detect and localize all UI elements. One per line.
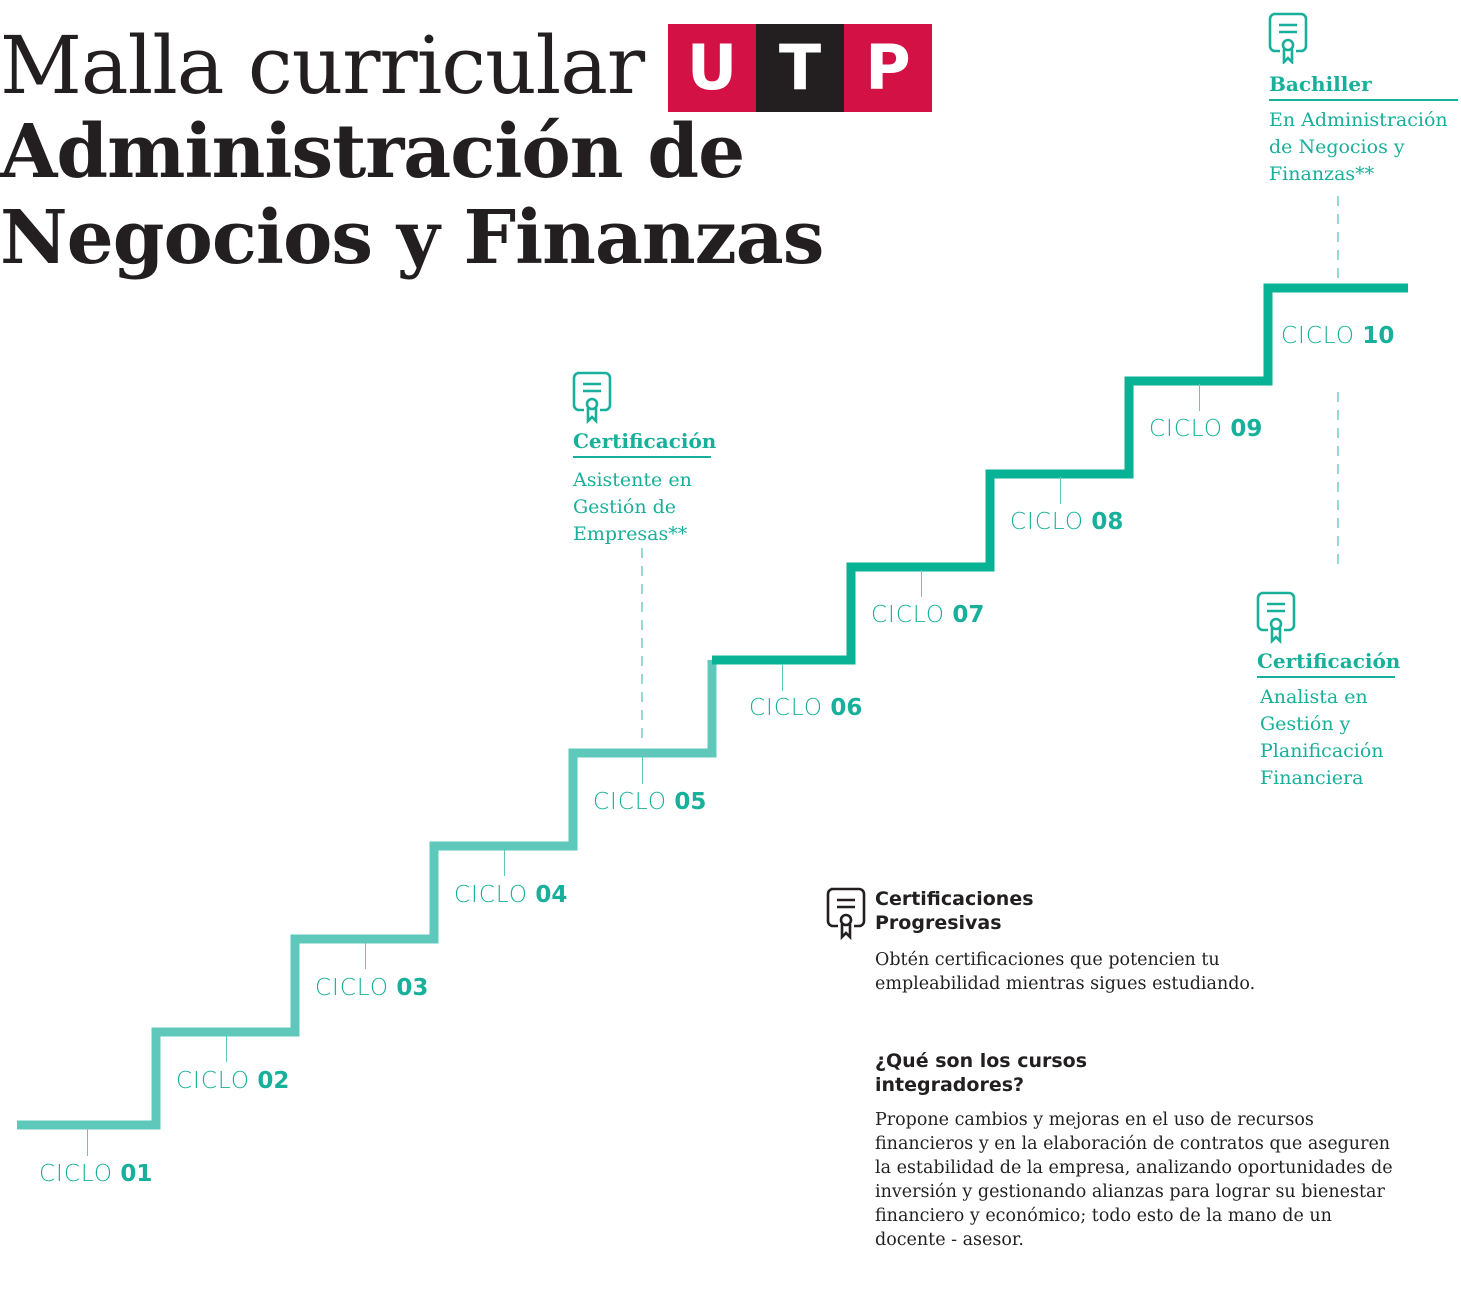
cycle-tick [226,1035,227,1062]
certificate-icon [826,887,866,941]
cycle-label-10: CICLO 10 [1281,323,1395,349]
milestone-title-bachiller: Bachiller [1269,72,1458,101]
cycle-label-04: CICLO 04 [454,882,568,908]
cycle-label-09: CICLO 09 [1149,416,1263,442]
title-line-1: Malla curricular [0,19,645,112]
integradores-heading: ¿Qué son los cursos integradores? [875,1050,1088,1096]
legend-heading: Certificaciones Progresivas [875,888,1034,934]
certificate-icon [572,371,612,424]
legend-text: Obtén certificaciones que potencien tu e… [875,950,1256,994]
cycle-label-07: CICLO 07 [871,602,985,628]
cycle-tick [782,664,783,691]
stair-path-light [17,660,717,1130]
cycle-tick [921,570,922,597]
cycle-label-02: CICLO 02 [176,1068,290,1094]
cycle-label-03: CICLO 03 [315,975,429,1001]
cycle-tick [1199,384,1200,411]
logo-letter-u: U [668,24,756,112]
cycle-tick [365,942,366,969]
cycle-tick [87,1129,88,1156]
stair-segment-dark [712,283,1408,665]
cycle-label-06: CICLO 06 [749,695,863,721]
title-line-3: Negocios y Finanzas [0,195,824,281]
milestone-desc-cert-asistente: Asistente en Gestión de Empresas** [573,469,692,545]
certificate-icon [1256,591,1296,644]
milestone-title-cert-analista: Certificación [1257,649,1400,678]
milestone-title-cert-asistente: Certificación [573,429,716,458]
title-line-2: Administración de [0,109,745,195]
cycle-tick [504,849,505,876]
cycle-tick [1060,477,1061,504]
logo-letter-p: P [844,24,932,112]
logo-letter-t: T [756,24,844,112]
milestone-desc-cert-analista: Analista en Gestión y Planificación Fina… [1260,686,1384,789]
cycle-label-05: CICLO 05 [593,789,707,815]
stair-path-dark [712,283,1408,665]
milestone-desc-bachiller: En Administración de Negocios y Finanzas… [1269,109,1448,185]
cycle-label-01: CICLO 01 [39,1161,153,1187]
utp-logo: U T P [668,24,932,112]
certificate-icon [1268,12,1308,64]
cycle-tick [642,757,643,784]
integradores-text: Propone cambios y mejoras en el uso de r… [875,1110,1393,1250]
stair-segment-light [17,660,717,1130]
cycle-label-08: CICLO 08 [1010,509,1124,535]
